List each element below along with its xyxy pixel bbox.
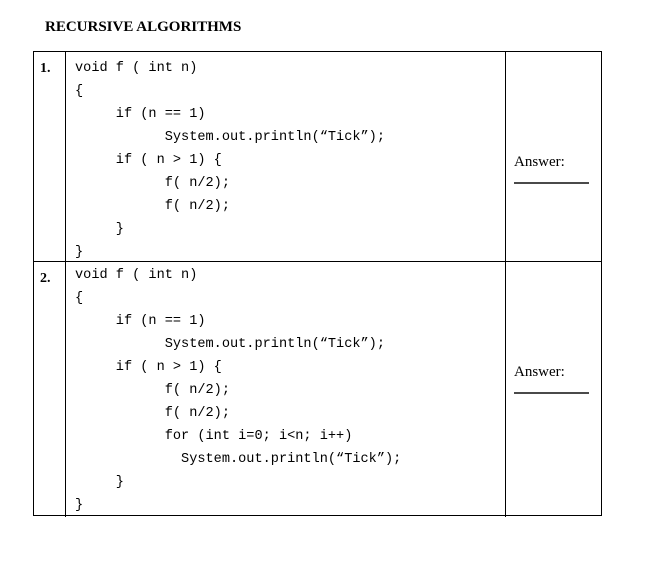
answer-blank-line-2: [514, 392, 589, 394]
answer-cell-2: Answer:: [506, 262, 603, 517]
answer-cell-1: Answer:: [506, 52, 603, 264]
code-block-1: void f ( int n) { if (n == 1) System.out…: [66, 52, 506, 264]
problem-number-1: 1.: [34, 52, 66, 264]
code-block-2: void f ( int n) { if (n == 1) System.out…: [66, 262, 506, 517]
answer-label-1: Answer:: [514, 154, 565, 170]
answer-blank-line-1: [514, 182, 589, 184]
problem-number-2: 2.: [34, 262, 66, 517]
problems-table: 1. void f ( int n) { if (n == 1) System.…: [33, 51, 603, 517]
page-title: RECURSIVE ALGORITHMS: [45, 19, 242, 35]
answer-label-2: Answer:: [514, 364, 565, 380]
problem-row-1: 1. void f ( int n) { if (n == 1) System.…: [34, 52, 603, 264]
problem-row-2: 2. void f ( int n) { if (n == 1) System.…: [34, 261, 603, 517]
